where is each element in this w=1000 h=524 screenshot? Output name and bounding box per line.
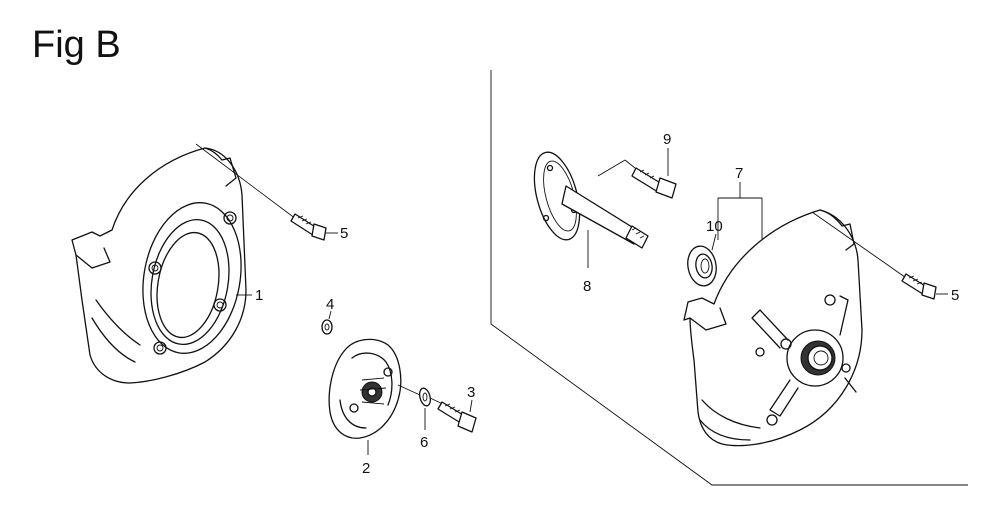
assembly-boundary-line — [490, 70, 968, 486]
callout-2: 2 — [362, 460, 370, 477]
bolt-part-9 — [624, 159, 677, 199]
screw-part-5-right — [811, 211, 937, 300]
callout-5-right: 5 — [951, 287, 959, 304]
washer-part-4 — [321, 319, 333, 335]
callout-9: 9 — [663, 131, 671, 148]
housing-part-1 — [71, 147, 247, 384]
figure-title: Fig B — [32, 24, 121, 66]
clutch-part-2 — [328, 338, 402, 439]
callout-3: 3 — [467, 384, 475, 401]
callout-8: 8 — [583, 278, 591, 295]
leader-line-4 — [328, 310, 332, 320]
callout-6: 6 — [420, 434, 428, 451]
gear-case-housing — [683, 209, 863, 447]
screw-part-5-left — [195, 143, 327, 241]
clutch-axis-line — [397, 384, 421, 396]
shaft-center-line — [597, 159, 626, 177]
callout-4: 4 — [326, 296, 334, 313]
leader-line-10 — [711, 233, 717, 251]
shaft-part-8 — [533, 151, 649, 249]
callout-1: 1 — [255, 287, 263, 304]
washer-part-6 — [418, 387, 432, 407]
callout-7: 7 — [735, 165, 743, 182]
seal-part-10 — [687, 245, 717, 287]
callout-5-left: 5 — [340, 225, 348, 242]
callout-10: 10 — [706, 218, 723, 235]
leader-line-3 — [469, 399, 473, 413]
bolt-part-3 — [429, 397, 477, 433]
